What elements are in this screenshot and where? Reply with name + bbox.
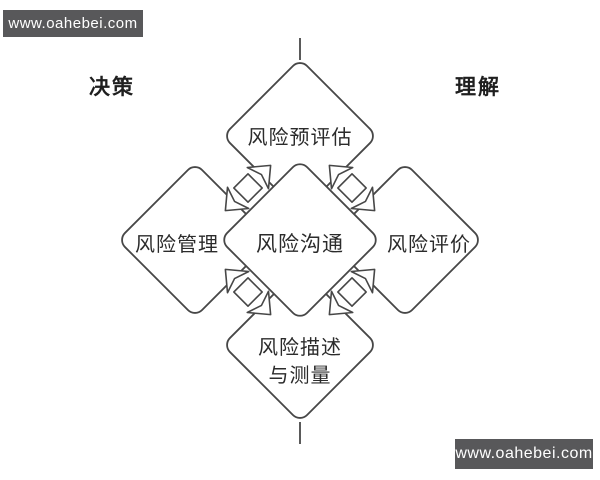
watermark-top-left: www.oahebei.com <box>3 10 143 37</box>
watermark-bottom-right-text: www.oahebei.com <box>455 445 593 462</box>
node-risk-communication-label: 风险沟通 <box>256 233 344 256</box>
node-risk-management-label: 风险管理 <box>135 234 219 256</box>
arrow-top-left-icon <box>224 164 272 212</box>
arrow-bottom-right-icon <box>328 268 376 316</box>
label-decision: 决策 <box>89 76 135 99</box>
node-risk-description-label: 风险描述 与测量 <box>200 334 400 390</box>
arrow-bottom-left-icon <box>224 268 272 316</box>
node-risk-evaluation-label: 风险评价 <box>387 234 471 256</box>
label-understanding: 理解 <box>455 76 501 99</box>
double-arrows <box>224 164 376 316</box>
node-risk-communication-shape <box>223 163 377 317</box>
arrow-top-right-icon <box>328 164 376 212</box>
node-risk-description-line2: 与测量 <box>268 365 332 387</box>
node-risk-description-line1: 风险描述 <box>258 337 342 359</box>
watermark-bottom-right: www.oahebei.com <box>455 439 593 469</box>
watermark-top-left-text: www.oahebei.com <box>8 15 138 32</box>
node-risk-preassessment-label: 风险预评估 <box>247 127 353 149</box>
